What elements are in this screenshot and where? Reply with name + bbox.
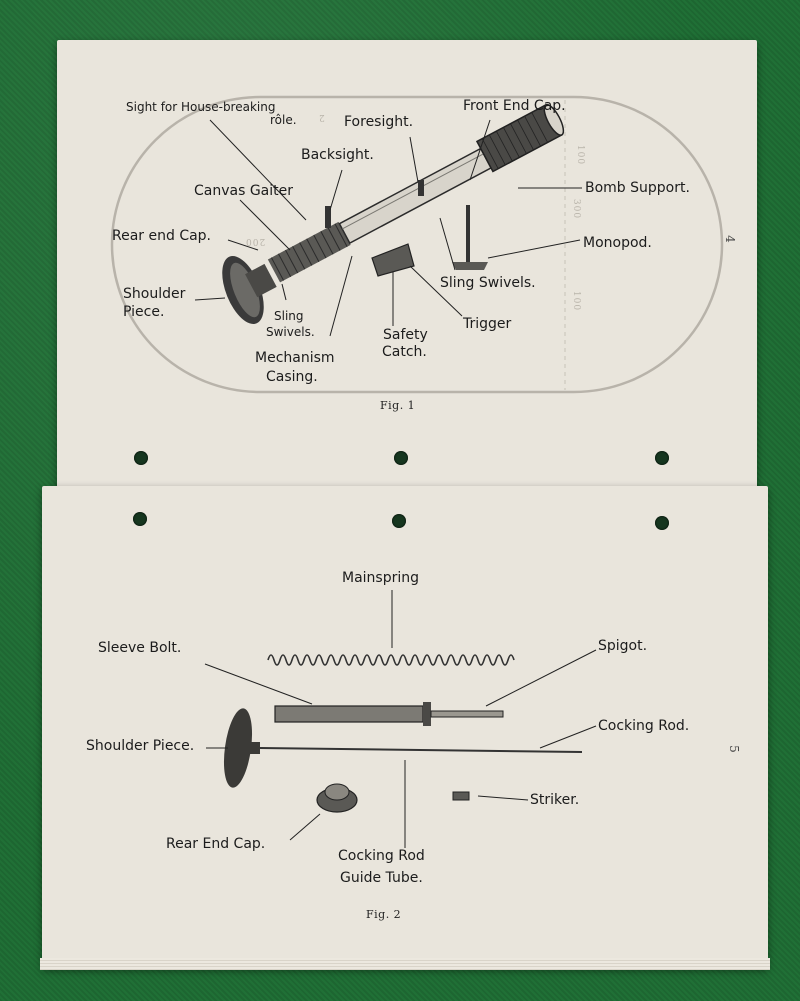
trigger-guard-drawing xyxy=(371,243,415,277)
label-mechanism: Mechanism xyxy=(255,350,335,366)
shoulder-piece-drawing-2 xyxy=(223,708,253,788)
binder-hole xyxy=(134,451,148,465)
striker-drawing xyxy=(452,791,470,801)
figure-1-caption: Fig. 1 xyxy=(380,399,416,412)
label-sling-swivels-right: Sling Swivels. xyxy=(440,275,536,291)
page-stack-edge xyxy=(40,958,770,970)
label-rear-end-cap-2: Rear End Cap. xyxy=(166,836,266,852)
binder-hole xyxy=(655,451,669,465)
label-shoulder: Shoulder xyxy=(123,286,186,302)
label-rear-end-cap: Rear end Cap. xyxy=(112,228,212,244)
bottom-page-number: 5 xyxy=(726,745,741,753)
cocking-rod-drawing xyxy=(259,747,583,753)
manual-page-bottom xyxy=(42,486,768,968)
foresight-drawing xyxy=(418,180,424,196)
label-sight-house-breaking: Sight for House-breaking xyxy=(126,100,276,114)
label-sleeve-bolt: Sleeve Bolt. xyxy=(98,640,182,656)
spigot-drawing xyxy=(430,710,504,718)
label-backsight: Backsight. xyxy=(301,147,374,163)
label-cocking-rod: Cocking Rod. xyxy=(598,718,690,734)
mainspring-drawing xyxy=(267,654,515,666)
label-foresight: Foresight. xyxy=(344,114,414,130)
binder-hole xyxy=(394,451,408,465)
label-swivels: Swivels. xyxy=(266,325,315,339)
label-sight-role: rôle. xyxy=(270,113,297,127)
label-catch: Catch. xyxy=(382,344,427,360)
label-monopod: Monopod. xyxy=(583,235,652,251)
label-trigger: Trigger xyxy=(463,316,512,332)
figure-2-caption: Fig. 2 xyxy=(366,908,402,921)
label-casing: Casing. xyxy=(266,369,318,385)
binder-hole xyxy=(655,516,669,530)
label-canvas-gaiter: Canvas Gaiter xyxy=(194,183,294,199)
label-cocking-rod-guide: Cocking Rod xyxy=(338,848,425,864)
label-bomb-support: Bomb Support. xyxy=(585,180,690,196)
label-safety: Safety xyxy=(383,327,428,343)
label-front-end-cap: Front End Cap. xyxy=(463,98,566,114)
label-spigot: Spigot. xyxy=(598,638,648,654)
label-sling: Sling xyxy=(274,309,304,323)
label-striker: Striker. xyxy=(530,792,580,808)
label-piece: Piece. xyxy=(123,304,165,320)
binder-hole xyxy=(133,512,147,526)
label-mainspring: Mainspring xyxy=(342,570,420,586)
label-shoulder-piece: Shoulder Piece. xyxy=(86,738,195,754)
label-guide-tube: Guide Tube. xyxy=(340,870,423,886)
backsight-drawing xyxy=(325,206,331,228)
binder-hole xyxy=(392,514,406,528)
target-outline xyxy=(110,95,724,394)
sleeve-bolt-drawing xyxy=(274,705,424,723)
mechanism-casing-drawing xyxy=(267,221,351,283)
